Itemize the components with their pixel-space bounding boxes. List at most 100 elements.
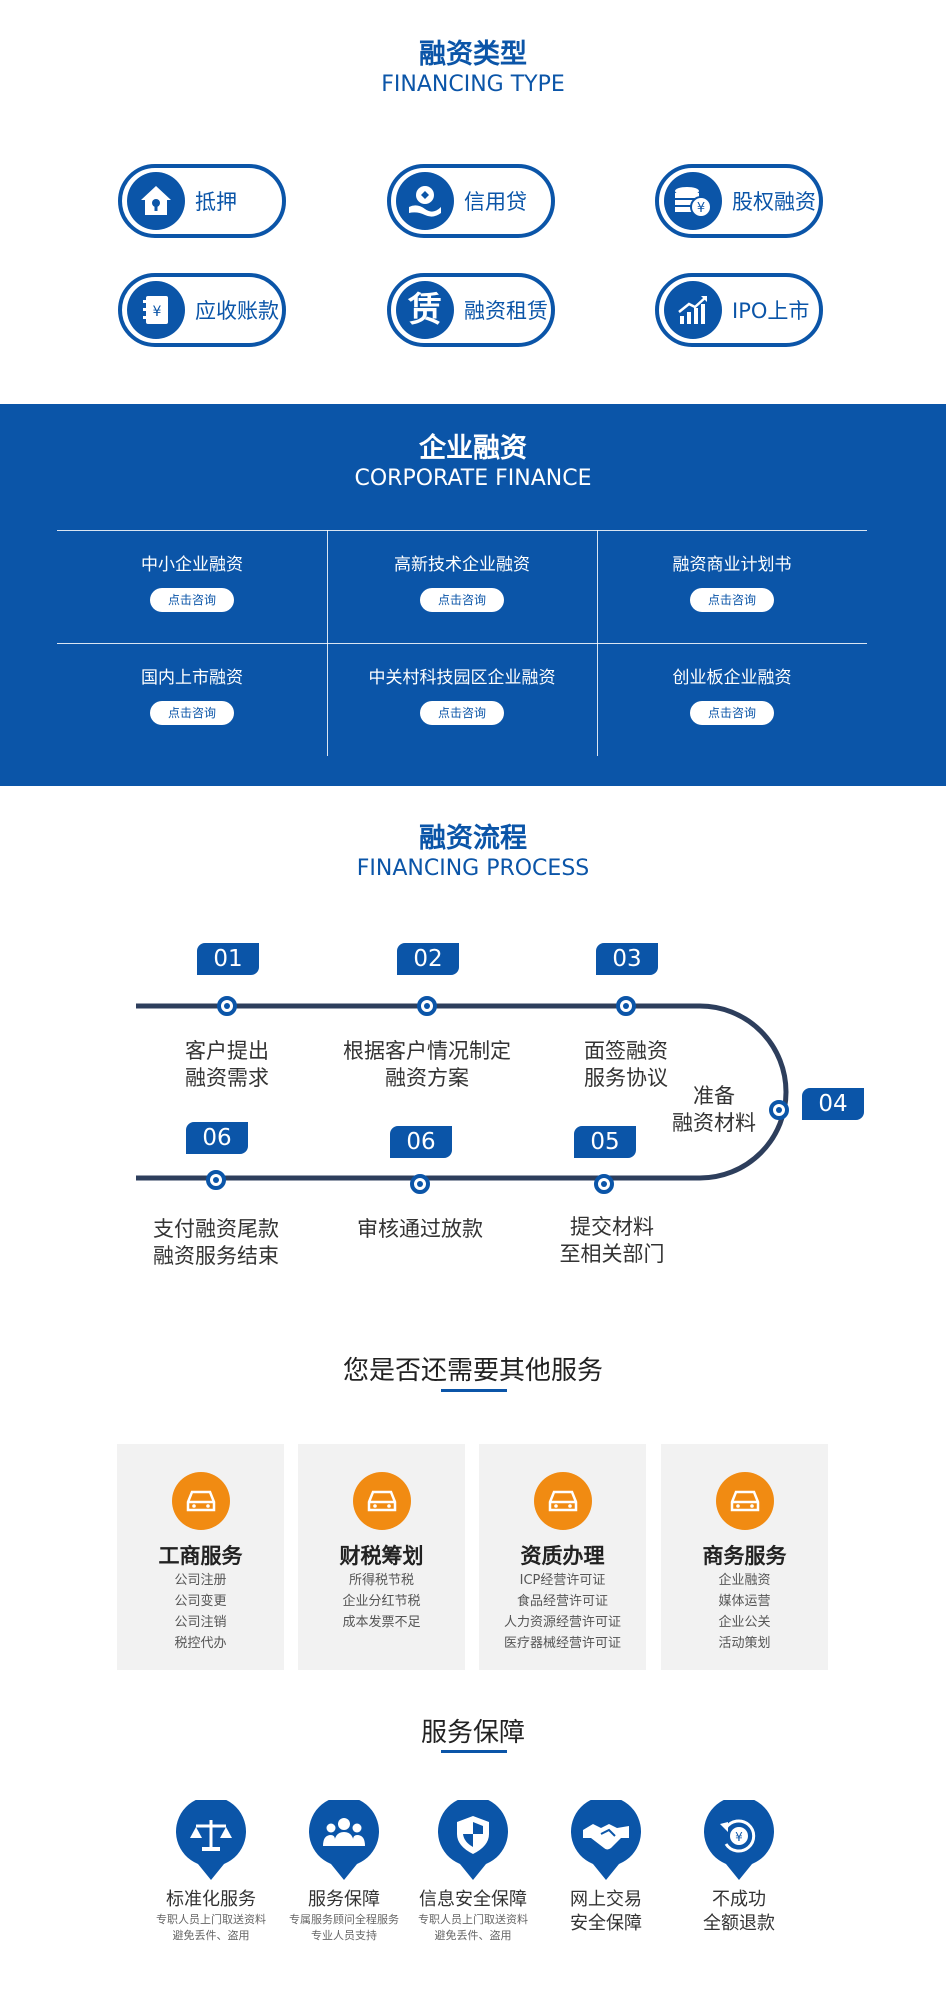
card-item: 医疗器械经营许可证 xyxy=(503,1636,621,1651)
consult-button[interactable]: 点击咨询 xyxy=(420,701,504,725)
guarantee-heading: 信息安全保障 xyxy=(419,1889,527,1910)
guarantee-item: 标准化服务 专职人员上门取送资料 避免丢件、盗用 xyxy=(146,1796,276,1944)
bar-chart-rising-icon xyxy=(664,281,722,339)
svg-text:¥: ¥ xyxy=(697,201,705,216)
type-pill-equity-financing[interactable]: ¥ 股权融资 xyxy=(655,164,823,238)
guarantee-item: 服务保障 专属服务顾问全程服务 专业人员支持 xyxy=(279,1796,409,1944)
car-icon xyxy=(715,1472,774,1530)
step-number-tag: 01 xyxy=(197,943,259,975)
financing-type-subtitle: FINANCING TYPE xyxy=(381,72,565,97)
lease-character-icon: 赁 xyxy=(396,281,454,339)
title-underline xyxy=(441,1389,507,1392)
type-label: 融资租赁 xyxy=(464,299,548,323)
corporate-title: 企业融资 xyxy=(419,433,527,464)
corporate-cell: 国内上市融资 点击咨询 xyxy=(57,667,327,725)
cell-title: 高新技术企业融资 xyxy=(394,555,530,575)
corporate-cell: 创业板企业融资 点击咨询 xyxy=(597,667,867,725)
grid-divider xyxy=(57,643,867,644)
corporate-cell: 中小企业融资 点击咨询 xyxy=(57,554,327,612)
step-number-tag: 02 xyxy=(397,943,459,975)
step-line: 面签融资 xyxy=(584,1039,668,1063)
type-pill-ipo[interactable]: IPO上市 xyxy=(655,273,823,347)
car-icon xyxy=(352,1472,411,1530)
step-number-tag: 04 xyxy=(802,1088,864,1120)
refund-yen-icon: ¥ xyxy=(704,1796,774,1882)
card-item: 食品经营许可证 xyxy=(516,1594,608,1609)
cell-title: 融资商业计划书 xyxy=(672,555,792,575)
process-subtitle: FINANCING PROCESS xyxy=(356,856,590,881)
guarantee-heading: 标准化服务 xyxy=(166,1889,256,1910)
card-title: 商务服务 xyxy=(702,1544,787,1568)
step-line: 服务协议 xyxy=(584,1066,668,1090)
step-number-tag: 06 xyxy=(390,1126,452,1158)
title-underline xyxy=(441,1750,507,1753)
step-description: 根据客户情况制定 融资方案 xyxy=(322,1038,532,1092)
card-title: 工商服务 xyxy=(158,1544,243,1568)
process-title: 融资流程 xyxy=(419,823,527,854)
consult-button[interactable]: 点击咨询 xyxy=(150,588,234,612)
corporate-header: 企业融资 CORPORATE FINANCE xyxy=(0,432,946,492)
guarantee-note: 专属服务顾问全程服务 xyxy=(289,1913,399,1926)
guarantee-note: 避免丢件、盗用 xyxy=(434,1929,512,1942)
cell-title: 国内上市融资 xyxy=(141,668,243,688)
step-number-tag: 05 xyxy=(574,1126,636,1158)
type-pill-credit-loan[interactable]: 信用贷 xyxy=(387,164,555,238)
card-item: 公司变更 xyxy=(174,1594,227,1609)
corporate-finance-band: 企业融资 CORPORATE FINANCE 中小企业融资 点击咨询 高新技术企… xyxy=(0,404,946,786)
cell-title: 中小企业融资 xyxy=(141,555,243,575)
card-item: 所得税节税 xyxy=(348,1573,414,1588)
coin-stack-icon: ¥ xyxy=(664,172,722,230)
corporate-cell: 中关村科技园区企业融资 点击咨询 xyxy=(327,667,597,725)
card-item: 人力资源经营许可证 xyxy=(503,1615,621,1630)
step-description: 支付融资尾款 融资服务结束 xyxy=(126,1216,306,1270)
service-card[interactable]: 财税筹划 所得税节税 企业分红节税 成本发票不足 xyxy=(298,1444,465,1670)
consult-button[interactable]: 点击咨询 xyxy=(150,701,234,725)
type-pill-receivables[interactable]: ¥ 应收账款 xyxy=(118,273,286,347)
guarantee-note: 专业人员支持 xyxy=(311,1929,377,1942)
other-services-title: 您是否还需要其他服务 xyxy=(342,1356,603,1386)
consult-button[interactable]: 点击咨询 xyxy=(420,588,504,612)
step-line: 准备 xyxy=(693,1084,735,1108)
service-card[interactable]: 工商服务 公司注册 公司变更 公司注销 税控代办 xyxy=(117,1444,284,1670)
service-card[interactable]: 商务服务 企业融资 媒体运营 企业公关 活动策划 xyxy=(661,1444,828,1670)
svg-text:¥: ¥ xyxy=(735,1830,743,1844)
card-item: 公司注册 xyxy=(174,1573,227,1588)
card-item: 企业融资 xyxy=(718,1573,771,1588)
cell-title: 创业板企业融资 xyxy=(672,668,792,688)
consult-button[interactable]: 点击咨询 xyxy=(690,701,774,725)
type-pill-financial-leasing[interactable]: 赁 融资租赁 xyxy=(387,273,555,347)
card-item: 企业公关 xyxy=(718,1615,771,1630)
guarantee-note: 避免丢件、盗用 xyxy=(172,1929,250,1942)
guarantee-heading: 网上交易 xyxy=(570,1889,642,1910)
process-header: 融资流程 FINANCING PROCESS xyxy=(0,822,946,882)
consult-button[interactable]: 点击咨询 xyxy=(690,588,774,612)
guarantee-item: 网上交易 安全保障 xyxy=(541,1796,671,1936)
type-label: 信用贷 xyxy=(464,190,527,214)
type-pill-mortgage[interactable]: 抵押 xyxy=(118,164,286,238)
service-card[interactable]: 资质办理 ICP经营许可证 食品经营许可证 人力资源经营许可证 医疗器械经营许可… xyxy=(479,1444,646,1670)
process-track xyxy=(136,996,789,1194)
shield-icon xyxy=(438,1796,508,1882)
car-icon xyxy=(533,1472,592,1530)
card-item: 成本发票不足 xyxy=(342,1615,421,1630)
financing-type-title: 融资类型 xyxy=(419,39,527,70)
card-title: 资质办理 xyxy=(520,1544,605,1568)
guarantee-heading: 不成功 xyxy=(712,1889,766,1910)
type-label: 股权融资 xyxy=(732,190,816,214)
card-item: 公司注销 xyxy=(174,1615,227,1630)
guarantee-heading: 安全保障 xyxy=(570,1913,642,1934)
corporate-subtitle: CORPORATE FINANCE xyxy=(354,466,592,491)
step-line: 融资方案 xyxy=(385,1066,469,1090)
step-description: 准备 融资材料 xyxy=(662,1083,766,1137)
step-line: 审核通过放款 xyxy=(357,1217,483,1241)
step-line: 提交材料 xyxy=(570,1215,654,1239)
grid-divider xyxy=(57,530,867,531)
step-line: 支付融资尾款 xyxy=(153,1217,279,1241)
handshake-icon xyxy=(571,1796,641,1882)
scale-icon xyxy=(176,1796,246,1882)
grid-divider xyxy=(597,530,598,756)
car-icon xyxy=(171,1472,230,1530)
guarantee-heading: 服务保障 xyxy=(308,1889,380,1910)
corporate-cell: 高新技术企业融资 点击咨询 xyxy=(327,554,597,612)
step-number-tag: 03 xyxy=(596,943,658,975)
